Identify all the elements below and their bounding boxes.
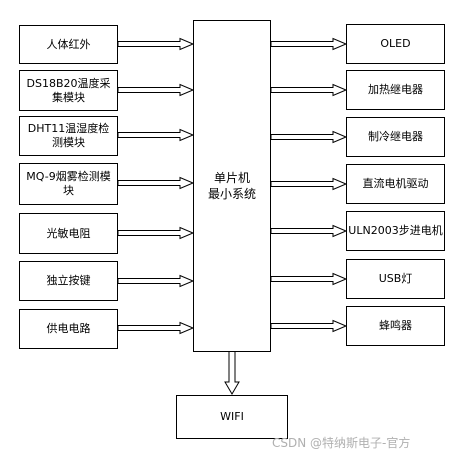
- output-box-uln2003-stepper: ULN2003步进电机: [346, 211, 445, 251]
- input-arrow-2: [117, 84, 194, 96]
- output-arrow-1: [270, 38, 347, 50]
- output-box-cooling-relay: 制冷继电器: [346, 117, 445, 157]
- input-box-pir-sensor: 人体红外: [19, 25, 118, 64]
- output-arrow-4: [270, 178, 347, 190]
- output-arrow-3: [270, 131, 347, 143]
- input-box-keys: 独立按键: [19, 261, 118, 301]
- output-arrow-7: [270, 320, 347, 332]
- input-arrow-6: [117, 275, 194, 287]
- input-arrow-3: [117, 129, 194, 141]
- watermark: CSDN @特纳斯电子-官方: [272, 436, 411, 450]
- input-arrow-5: [117, 227, 194, 239]
- output-box-heating-relay: 加热继电器: [346, 70, 445, 110]
- output-box-oled: OLED: [346, 24, 445, 64]
- output-arrow-2: [270, 84, 347, 96]
- input-arrow-4: [117, 177, 194, 189]
- input-box-power: 供电电路: [19, 309, 118, 349]
- down-arrow: [224, 350, 240, 395]
- output-arrow-5: [270, 225, 347, 237]
- input-box-mq9: MQ-9烟雾检测模 块: [19, 163, 118, 205]
- output-box-dc-motor-driver: 直流电机驱动: [346, 164, 445, 204]
- input-arrow-1: [117, 38, 194, 50]
- input-box-ds18b20: DS18B20温度采 集模块: [19, 70, 118, 111]
- input-arrow-7: [117, 322, 194, 334]
- output-arrow-6: [270, 273, 347, 285]
- output-box-usb-lamp: USB灯: [346, 259, 445, 299]
- input-box-dht11: DHT11温湿度检 测模块: [19, 116, 118, 156]
- output-box-buzzer: 蜂鸣器: [346, 306, 445, 346]
- wifi-box: WIFI: [176, 395, 288, 439]
- input-box-photoresistor: 光敏电阻: [19, 213, 118, 254]
- mcu-box: 单片机 最小系统: [193, 20, 271, 352]
